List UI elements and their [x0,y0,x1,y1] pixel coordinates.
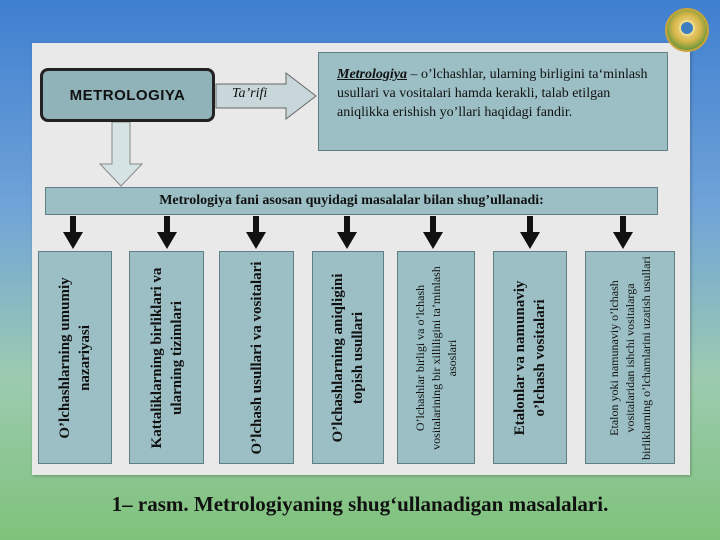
column-arrow [337,216,357,249]
definition-title: Metrologiya [337,67,407,82]
task-label: O’lchashlarning aniqligini topish usulla… [330,273,366,442]
column-arrows [63,216,633,249]
column-arrow [246,216,266,249]
task-label: O’lchashlarning umumiy nazariyasi [57,276,93,439]
column-arrow [157,216,177,249]
emblem-center [679,20,695,36]
tasks-header: Metrologiya fani asosan quyidagi masalal… [45,187,658,215]
task-box: Etalon yoki namunaviy o’lchash vositalar… [585,251,675,464]
task-box: O’lchash usullari va vositalari [219,251,294,464]
right-arrow [215,71,317,121]
task-box: Etalonlar va namunaviy o’lchash vositala… [493,251,567,464]
task-box: O’lchashlarning umumiy nazariyasi [38,251,112,464]
task-box: O’lchashlarning aniqligini topish usulla… [312,251,384,464]
column-arrow [613,216,633,249]
definition-box: Metrologiya – o’lchashlar, ularning birl… [318,52,668,151]
tasks-header-text: Metrologiya fani asosan quyidagi masalal… [159,193,544,208]
root-node: METROLOGIYA [40,68,215,122]
task-label: O’lchashlar birligi va o’lchash vositala… [413,265,459,450]
down-arrow [98,121,144,187]
root-label: METROLOGIYA [69,86,186,104]
task-label: Kattaliklarning birliklari va ularning t… [148,267,185,448]
emblem-icon [665,8,709,52]
task-label: Etalonlar va namunaviy o’lchash vositala… [512,280,548,435]
column-arrow [63,216,83,249]
task-box: Kattaliklarning birliklari va ularning t… [129,251,204,464]
definition-body: – o’lchashlar, ularning birligini ta‘min… [337,67,648,120]
column-arrow [423,216,443,249]
definition-arrow-label: Ta’rifi [232,86,268,101]
task-box: O’lchashlar birligi va o’lchash vositala… [397,251,475,464]
column-arrow [520,216,540,249]
task-label: Etalon yoki namunaviy o’lchash vositalar… [607,255,653,460]
task-label: O’lchash usullari va vositalari [248,261,265,454]
figure-caption: 1– rasm. Metrologiyaning shug‘ullanadiga… [111,492,609,516]
